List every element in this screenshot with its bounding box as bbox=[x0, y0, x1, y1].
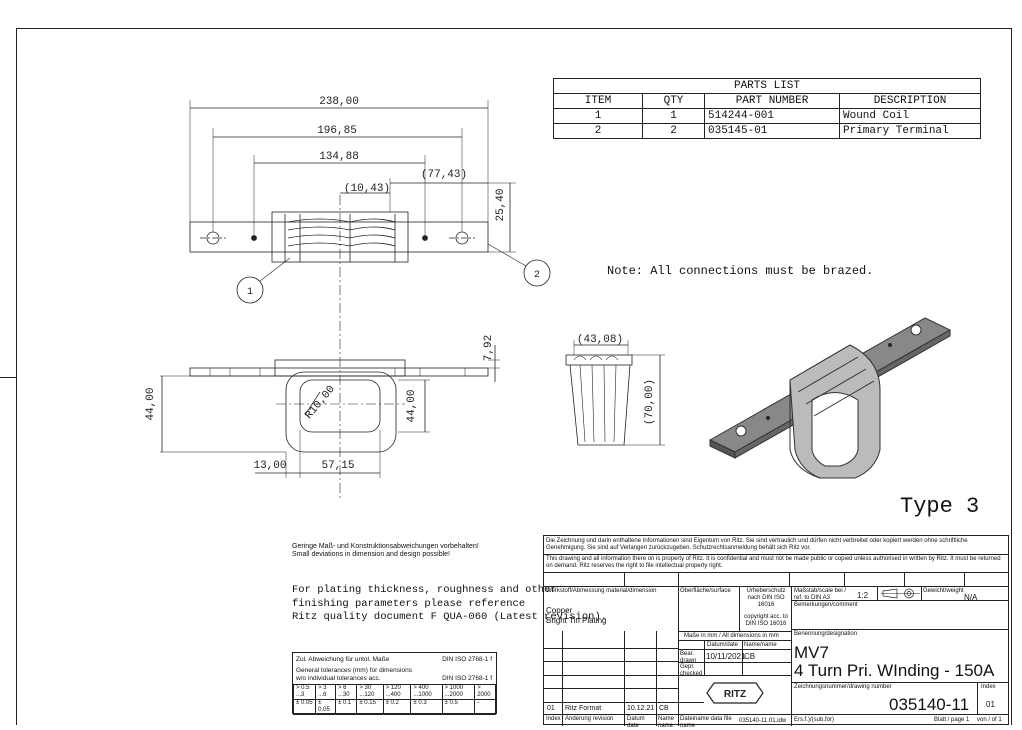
designation-label: Benennung/designation bbox=[794, 631, 858, 637]
designation-line-1: MV7 bbox=[794, 643, 829, 662]
ritz-logo: RITZ bbox=[706, 682, 764, 704]
checked-label: Gepr. checked bbox=[680, 664, 703, 677]
parts-header-part-number: PART NUMBER bbox=[704, 93, 840, 109]
title-block: Die Zeichnung und darin enthaltene Infor… bbox=[543, 535, 1009, 729]
plating-note: For plating thickness, roughness and oth… bbox=[292, 584, 608, 623]
dim-side-width: (43,08) bbox=[577, 334, 623, 346]
copyright-label: Urheberschutz nach DIN ISO 16016 bbox=[746, 588, 786, 608]
drawing-number-label: Zeichnungsnummer/drawing number bbox=[794, 684, 892, 690]
copyright-en: This drawing and all information there o… bbox=[546, 556, 1001, 569]
dim-ref-left: (10,43) bbox=[344, 183, 390, 195]
dim-hole-span-outer: 196,85 bbox=[317, 125, 357, 137]
sheet-page: Blatt / page 1 bbox=[934, 717, 970, 723]
parts-header-qty: QTY bbox=[642, 93, 705, 109]
parts-header-item: ITEM bbox=[553, 93, 643, 109]
surface-value: Bright Tin Plating bbox=[546, 616, 607, 625]
parts-list-title: PARTS LIST bbox=[553, 78, 981, 94]
balloon-1 bbox=[236, 276, 264, 304]
copyright-de: Die Zeichnung und darin enthaltene Infor… bbox=[546, 538, 968, 551]
scale-value: 1:2 bbox=[857, 591, 869, 600]
material-value: Copper bbox=[546, 606, 573, 615]
dim-overall-length: 238,00 bbox=[319, 96, 359, 108]
date-label: Datum/date bbox=[707, 642, 739, 648]
top-view bbox=[189, 100, 551, 500]
footer-file: Dateiname data file name bbox=[680, 716, 732, 729]
weight-label: Gewicht/weight bbox=[923, 588, 964, 594]
terminal-bar-top bbox=[189, 221, 489, 253]
dim-side-height: (70,00) bbox=[644, 379, 656, 425]
balloon-2-label: 2 bbox=[534, 270, 540, 281]
drawing-number: 035140-11 bbox=[889, 695, 970, 714]
brazing-note: Note: All connections must be brazed. bbox=[607, 264, 874, 278]
dim-height-side: 44,00 bbox=[145, 387, 157, 420]
parts-header-description: DESCRIPTION bbox=[839, 93, 981, 109]
dim-offset-left: 13,00 bbox=[253, 460, 286, 472]
parts-list-table: PARTS LIST ITEM QTY PART NUMBER DESCRIPT… bbox=[553, 78, 981, 139]
svg-text:RITZ: RITZ bbox=[724, 689, 746, 700]
side-view bbox=[565, 340, 665, 446]
balloon-1-label: 1 bbox=[247, 287, 253, 298]
dim-hole-span-inner: 134,88 bbox=[319, 151, 359, 163]
deviation-note: Geringe Maß- und Konstruktionsabweichung… bbox=[292, 543, 479, 558]
footer-date: Datum date bbox=[627, 716, 645, 729]
drawn-label: Bear. drawn bbox=[680, 651, 697, 664]
table-row: 1 1 514244-001 Wound Coil bbox=[553, 108, 981, 124]
dim-radius: R10,00 bbox=[303, 384, 338, 422]
tolerance-values: ± 0.05± 0.05 ± 0.1± 0.15 ± 0.2± 0.3 ± 0.… bbox=[292, 699, 496, 715]
name-label: Name/name bbox=[744, 642, 777, 648]
type-label: Type 3 bbox=[900, 494, 980, 519]
coil-outer bbox=[285, 371, 397, 453]
replacement-label: Ers.f.)/(sub.for) bbox=[794, 717, 835, 723]
balloon-2 bbox=[523, 259, 551, 287]
tolerance-ranges: > 0.5 ...3> 3 ...6 > 6 ...30> 30 ...120 … bbox=[292, 684, 496, 700]
drawing-sheet-border bbox=[16, 28, 1012, 725]
dim-thickness: 7,92 bbox=[483, 335, 495, 361]
isometric-view bbox=[708, 317, 952, 479]
index-label: Index bbox=[981, 684, 996, 690]
dim-height-center: 44,00 bbox=[406, 389, 418, 422]
designation-line-2: 4 Turn Pri. WInding - 150A bbox=[794, 661, 995, 680]
material-label: Werkstoff/Abmessung material/dimension bbox=[546, 588, 657, 594]
rev-date: 10.12.21 bbox=[627, 705, 655, 712]
coil-inner bbox=[299, 379, 381, 433]
rev-text: Ritz Format bbox=[565, 705, 602, 712]
copyright-label-en: copyright acc. to DIN ISO 16016 bbox=[744, 614, 788, 627]
drawn-name: CB bbox=[744, 652, 756, 661]
projection-symbol-icon bbox=[881, 588, 920, 599]
front-view bbox=[160, 345, 500, 478]
weight-value: N/A bbox=[964, 593, 978, 602]
rev-index: 01 bbox=[547, 705, 555, 712]
surface-label: Oberfläche/surface bbox=[680, 588, 731, 594]
remarks-label: Bemerkungen/comment bbox=[794, 602, 858, 608]
scale-label: Maßstab/scale bei / ref. to DIN A3 bbox=[794, 588, 847, 601]
index-value: 01 bbox=[986, 700, 995, 709]
sheet-tick-mark bbox=[0, 377, 16, 378]
units-label: Maße in mm / All dimensions in mm bbox=[684, 633, 779, 639]
sheet-of: von / of 1 bbox=[977, 717, 1002, 723]
table-row: 2 2 035145-01 Primary Terminal bbox=[553, 123, 981, 139]
footer-index: Index bbox=[546, 716, 561, 722]
rev-name: CB bbox=[659, 705, 669, 712]
tolerance-table: Zul. Abweichung für untol. Maße DIN ISO … bbox=[292, 652, 497, 715]
footer-change: Änderung revision bbox=[565, 716, 614, 722]
drawn-date: 10/11/2021 bbox=[706, 652, 746, 661]
dim-ref-right: (77,43) bbox=[421, 169, 467, 181]
dim-core-width: 57,15 bbox=[321, 460, 354, 472]
footer-name: Name name bbox=[658, 716, 675, 729]
file-name: 035140-11.01.idw bbox=[739, 718, 787, 724]
dim-height-top: 25,40 bbox=[495, 188, 507, 221]
